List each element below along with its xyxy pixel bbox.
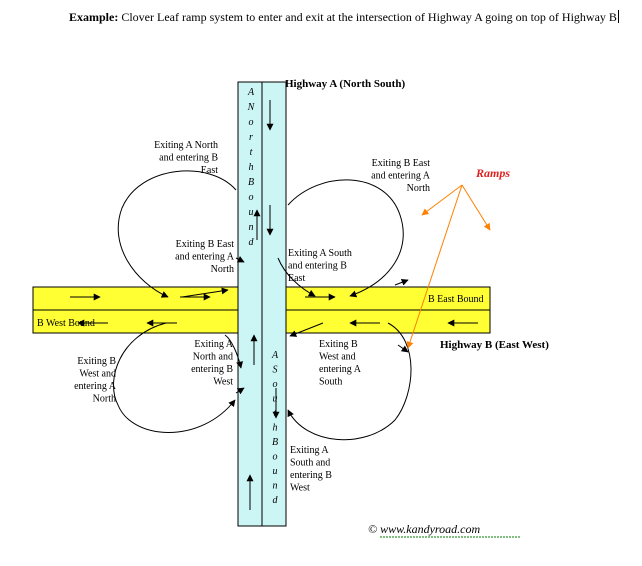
ramps-pointer <box>406 184 463 349</box>
ramp-label-se-inner: Exiting B <box>319 339 358 350</box>
ramp-nw-merge <box>235 256 245 263</box>
ramps-pointer <box>421 184 463 216</box>
bound-label-char: S <box>273 365 278 376</box>
bound-label-char: n <box>249 222 254 233</box>
intro-label: Example: <box>69 10 119 24</box>
bound-label-char: h <box>249 162 254 173</box>
intro-text: Clover Leaf ramp system to enter and exi… <box>121 10 617 24</box>
ramp-nw-loop <box>117 170 237 298</box>
bound-label-char: o <box>249 192 254 203</box>
credit-text: © www.kandyroad.com <box>368 522 480 536</box>
bound-label-char: n <box>273 481 278 492</box>
b-west-bound-label: B West Bound <box>37 318 95 329</box>
highway-a-title: Highway A (North South) <box>285 78 405 90</box>
bound-label-char: u <box>249 207 254 218</box>
ramp-label-se-inner: West and <box>319 352 356 363</box>
bound-label-char: B <box>248 177 254 188</box>
ramp-sw-loop <box>113 322 236 433</box>
ramp-label-nw-inner: Exiting B East <box>176 239 235 250</box>
ramps-label: Ramps <box>475 166 510 180</box>
ramp-label-ne-outer: Exiting B East <box>372 158 431 169</box>
ramps-pointers <box>406 184 491 349</box>
bound-label-char: A <box>247 87 255 98</box>
ramp-label-ne-outer: North <box>407 183 430 194</box>
ramp-label-sw-inner: West <box>213 377 233 388</box>
ramp-label-sw-inner: Exiting A <box>194 339 233 350</box>
lane-arrows <box>70 100 478 510</box>
ramp-label-se-outer: Exiting A <box>290 445 329 456</box>
ramp-nw-exit <box>181 287 229 298</box>
ramp-sw-exit <box>235 387 245 395</box>
ramp-label-nw-outer: East <box>201 165 218 176</box>
bound-label-char: t <box>274 408 277 419</box>
ramp-label-ne-inner: and entering B <box>288 261 347 272</box>
bound-label-char: o <box>273 452 278 463</box>
text-cursor <box>617 10 619 23</box>
ramp-label-nw-inner: North <box>211 264 234 275</box>
ramp-label-sw-outer: West and <box>79 369 116 380</box>
ramp-label-se-outer: West <box>290 483 310 494</box>
ramp-se-entry <box>289 322 324 337</box>
bound-label-char: u <box>273 466 278 477</box>
ramp-label-se-outer: South and <box>290 458 330 469</box>
bound-label-char: d <box>249 237 255 248</box>
bound-label-char: u <box>273 394 278 405</box>
ramp-label-nw-outer: and entering B <box>159 153 218 164</box>
bound-label-char: B <box>272 437 278 448</box>
ramp-label-nw-outer: Exiting A North <box>154 140 218 151</box>
ramp-label-ne-inner: East <box>288 273 305 284</box>
ramp-label-sw-inner: North and <box>193 352 233 363</box>
bound-label-char: d <box>273 495 279 506</box>
ramp-label-ne-inner: Exiting A South <box>288 248 352 259</box>
ramp-sw-merge <box>224 334 243 369</box>
ramp-ne-exit <box>277 257 316 297</box>
bound-label-char: t <box>250 147 253 158</box>
ramp-label-se-inner: entering A <box>319 364 362 375</box>
ramp-se-exit <box>397 344 409 353</box>
highway-b-title: Highway B (East West) <box>440 339 549 351</box>
bound-label-char: o <box>273 379 278 390</box>
bound-label-char: A <box>271 350 279 361</box>
ramp-label-sw-outer: entering A <box>74 381 117 392</box>
bound-label-char: h <box>273 423 278 434</box>
intro-paragraph: Example: Clover Leaf ramp system to ente… <box>69 10 629 25</box>
bound-label-char: N <box>247 102 256 113</box>
ramp-label-se-outer: entering B <box>290 470 332 481</box>
b-east-bound-label: B East Bound <box>428 294 484 305</box>
ramp-ne-entry <box>394 278 409 286</box>
ramp-label-se-inner: South <box>319 377 342 388</box>
ramp-label-sw-outer: North <box>93 394 116 405</box>
bound-label-char: r <box>249 132 253 143</box>
ramp-ne-loop <box>287 179 404 298</box>
bound-label-char: o <box>249 117 254 128</box>
ramp-label-nw-inner: and entering A <box>175 252 235 263</box>
ramp-label-sw-inner: entering B <box>191 364 233 375</box>
ramps-pointer <box>461 184 491 231</box>
ramp-label-sw-outer: Exiting B <box>77 356 116 367</box>
ramp-label-ne-outer: and entering A <box>371 171 431 182</box>
